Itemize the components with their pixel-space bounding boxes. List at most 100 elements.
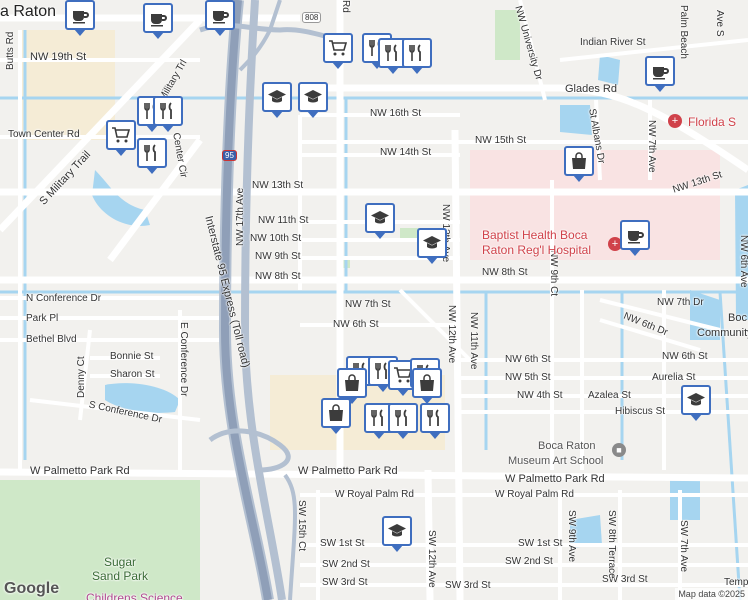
restaurant-icon [142,143,162,163]
poi-marker[interactable] [106,120,136,156]
street-label-sw9ave: SW 9th Ave [566,510,577,563]
street-label-azalea: Azalea St [588,390,631,401]
street-label-ave-s: Ave S [714,10,725,37]
street-label-nw4: NW 4th St [517,390,563,401]
street-label-town-center: Town Center Rd [8,129,80,140]
poi-marker[interactable] [153,96,183,132]
shopping-bag-icon [326,403,346,423]
cart-icon [328,38,348,58]
street-label-denny: Denny Ct [76,356,87,398]
museum-icon: ■ [612,443,626,457]
street-label-nw6-left: NW 6th St [333,319,379,330]
street-label-nw8-right: NW 8th St [482,267,528,278]
poi-marker[interactable] [137,138,167,174]
street-label-nw7ave: NW 7th Ave [646,120,657,173]
street-label-bethel: Bethel Blvd [26,334,77,345]
place-label-museum-2[interactable]: Museum Art School [508,455,604,467]
poi-marker[interactable] [620,220,650,256]
place-label-boca-raton: a Raton [0,3,57,20]
street-label-butts: Butts Rd [5,31,16,70]
school-icon [686,390,706,410]
restaurant-icon [407,43,427,63]
street-label-nw7-right: NW 7th Dr [657,297,704,308]
street-label-sw7ave: SW 7th Ave [678,520,689,573]
shopping-bag-icon [342,373,362,393]
poi-marker[interactable] [681,385,711,421]
place-label-florida: Florida S [688,115,737,129]
poi-marker[interactable] [564,146,594,182]
street-label-nw15: NW 15th St [475,135,527,146]
street-label-palmetto-left: W Palmetto Park Rd [30,465,130,477]
street-label-sw3-left: SW 3rd St [322,577,368,588]
place-label-sugar: Sugar [104,555,137,569]
street-label-palmetto-mid: W Palmetto Park Rd [298,465,398,477]
shopping-bag-icon [417,373,437,393]
school-icon [267,87,287,107]
shopping-bag-icon [569,151,589,171]
poi-marker[interactable] [412,368,442,404]
restaurant-icon [393,408,413,428]
poi-marker[interactable] [388,403,418,439]
hospital-marker-icon: + [608,237,622,251]
street-label-glades: Glades Rd [565,83,617,95]
poi-marker[interactable] [262,82,292,118]
street-label-royal-left: W Royal Palm Rd [335,489,414,500]
street-label-nw17ave: NW 17th Ave [235,187,246,246]
poi-marker[interactable] [417,228,447,264]
street-label-rd: Rd [340,0,351,13]
street-label-nw7-left: NW 7th St [345,299,391,310]
map-attribution[interactable]: Map data ©2025 [675,588,748,600]
street-label-sw15ct: SW 15th Ct [296,500,307,552]
poi-marker[interactable] [321,398,351,434]
street-label-sw2-right: SW 2nd St [505,556,553,567]
street-label-nw14: NW 14th St [380,147,432,158]
street-label-palmetto-right: W Palmetto Park Rd [505,473,605,485]
poi-marker[interactable] [298,82,328,118]
school-icon [303,87,323,107]
poi-marker[interactable] [420,403,450,439]
street-label-sw2-left: SW 2nd St [322,559,370,570]
street-label-nw9: NW 9th St [255,251,301,262]
poi-marker[interactable] [645,56,675,92]
street-label-nw16: NW 16th St [370,108,422,119]
poi-marker[interactable] [65,0,95,36]
poi-marker[interactable] [205,0,235,36]
place-label-community: Boc [728,312,747,324]
street-label-nw13-left: NW 13th St [252,180,304,191]
restaurant-icon [373,361,393,381]
street-label-nw10: NW 10th St [250,233,302,244]
poi-marker[interactable] [337,368,367,404]
place-label-hospital-1[interactable]: Baptist Health Boca [482,228,588,242]
street-label-e-conf: E Conference Dr [178,322,189,397]
restaurant-icon [425,408,445,428]
place-label-hospital-2[interactable]: Raton Reg'l Hospital [482,243,592,257]
street-label-nw6-mid: NW 6th St [505,354,551,365]
street-label-nw6-right: NW 6th St [662,351,708,362]
poi-marker[interactable] [143,3,173,39]
street-label-sharon: Sharon St [110,369,155,380]
street-label-nw8-left: NW 8th St [255,271,301,282]
street-label-nw5: NW 5th St [505,372,551,383]
google-logo: Google [4,580,60,597]
poi-marker[interactable] [365,203,395,239]
place-label-museum-1[interactable]: Boca Raton [538,440,596,452]
street-label-nconf: N Conference Dr [26,293,102,304]
street-label-nw11ave: NW 11th Ave [468,312,479,370]
street-label-park-pl: Park Pl [26,313,59,324]
street-label-nw11: NW 11th St [258,215,309,226]
poi-marker[interactable] [323,33,353,69]
restaurant-icon [369,408,389,428]
street-label-bonnie: Bonnie St [110,351,154,362]
poi-marker[interactable] [402,38,432,74]
cafe-icon [210,5,230,25]
restaurant-icon [383,43,403,63]
hospital-icon: + [668,114,682,128]
place-label-sand-park: Sand Park [92,569,149,583]
poi-marker[interactable] [382,516,412,552]
place-label-childrens: Childrens Science [86,591,183,600]
street-label-sw3-mid: SW 3rd St [445,580,491,591]
cafe-icon [70,5,90,25]
route-808-shield: 808 [302,12,322,23]
